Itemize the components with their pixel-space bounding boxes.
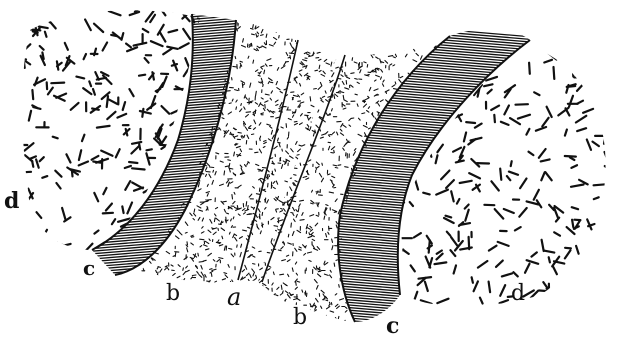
label-b-center: b	[293, 307, 307, 329]
outer-region-right	[391, 32, 615, 314]
central-divider-lines	[238, 40, 345, 282]
label-c-left: c	[83, 258, 95, 278]
label-b-left: b	[166, 283, 180, 305]
label-d-right: d	[511, 283, 525, 305]
label-a: a	[227, 285, 241, 309]
label-c-right: c	[386, 315, 399, 337]
label-d-left: d	[4, 190, 19, 212]
divider-line-left	[238, 40, 298, 280]
